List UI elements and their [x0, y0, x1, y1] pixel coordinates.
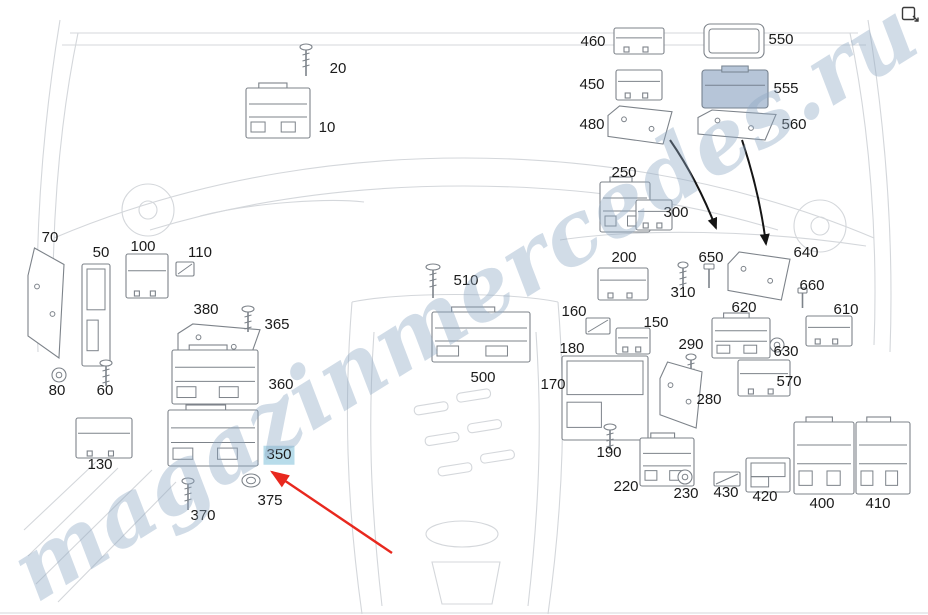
part-icon-370: [181, 477, 195, 510]
part-icon-640: [727, 251, 791, 301]
export-icon-glyph: [901, 6, 919, 22]
part-label-50[interactable]: 50: [92, 243, 110, 261]
part-icon-510: [425, 263, 441, 298]
part-label-370[interactable]: 370: [190, 506, 216, 524]
part-label-290[interactable]: 290: [678, 335, 704, 353]
part-icon-375: [241, 473, 261, 488]
part-icon-620: [711, 312, 771, 359]
part-icon-160: [585, 317, 611, 335]
part-icon-250: [599, 176, 651, 233]
part-label-365[interactable]: 365: [264, 315, 290, 333]
part-label-400[interactable]: 400: [809, 494, 835, 512]
part-label-450[interactable]: 450: [579, 75, 605, 93]
part-label-480[interactable]: 480: [579, 115, 605, 133]
part-icon-50: [81, 263, 111, 367]
part-icon-290: [685, 353, 697, 378]
car-interior-outline: [0, 19, 928, 615]
part-icon-20: [299, 43, 313, 76]
part-label-500[interactable]: 500: [470, 368, 496, 386]
part-label-560[interactable]: 560: [781, 115, 807, 133]
part-icon-80: [51, 367, 67, 383]
part-icon-130: [75, 417, 133, 459]
part-icon-110: [175, 261, 195, 277]
part-label-350[interactable]: 350: [263, 445, 295, 465]
part-icon-480: [607, 105, 673, 145]
part-icon-450: [615, 69, 663, 101]
part-icon-400: [793, 416, 855, 495]
part-label-180[interactable]: 180: [559, 339, 585, 357]
part-label-570[interactable]: 570: [776, 372, 802, 390]
part-icon-360: [171, 344, 259, 405]
part-icon-500: [431, 306, 531, 363]
part-icon-350: [167, 404, 259, 467]
part-label-230[interactable]: 230: [673, 484, 699, 502]
part-icon-650: [703, 263, 715, 288]
flow-arrows: [669, 139, 770, 246]
part-label-420[interactable]: 420: [752, 487, 778, 505]
pointer-arrow: [270, 470, 393, 554]
part-label-360[interactable]: 360: [268, 375, 294, 393]
part-icon-550: [703, 23, 765, 59]
part-icon-610: [805, 315, 853, 347]
export-icon[interactable]: [901, 6, 921, 24]
part-label-650[interactable]: 650: [698, 248, 724, 266]
part-label-70[interactable]: 70: [41, 228, 59, 246]
part-label-10[interactable]: 10: [318, 118, 336, 136]
part-label-220[interactable]: 220: [613, 477, 639, 495]
part-label-375[interactable]: 375: [257, 491, 283, 509]
part-label-430[interactable]: 430: [713, 483, 739, 501]
part-label-100[interactable]: 100: [130, 237, 156, 255]
part-label-410[interactable]: 410: [865, 494, 891, 512]
part-icon-560: [697, 109, 777, 141]
part-label-170[interactable]: 170: [540, 375, 566, 393]
part-label-250[interactable]: 250: [611, 163, 637, 181]
part-label-620[interactable]: 620: [731, 298, 757, 316]
part-icon-100: [125, 253, 169, 299]
part-label-380[interactable]: 380: [193, 300, 219, 318]
part-label-150[interactable]: 150: [643, 313, 669, 331]
part-label-130[interactable]: 130: [87, 455, 113, 473]
part-label-20[interactable]: 20: [329, 59, 347, 77]
part-icon-410: [855, 416, 911, 495]
part-label-510[interactable]: 510: [453, 271, 479, 289]
part-label-610[interactable]: 610: [833, 300, 859, 318]
part-label-190[interactable]: 190: [596, 443, 622, 461]
part-icon-555: [701, 65, 769, 109]
part-label-280[interactable]: 280: [696, 390, 722, 408]
part-icon-220: [639, 432, 695, 487]
part-label-550[interactable]: 550: [768, 30, 794, 48]
part-icon-380: [177, 323, 261, 363]
part-label-555[interactable]: 555: [773, 79, 799, 97]
part-label-160[interactable]: 160: [561, 302, 587, 320]
part-label-640[interactable]: 640: [793, 243, 819, 261]
part-icon-70: [27, 247, 65, 360]
part-icon-460: [613, 27, 665, 55]
part-label-660[interactable]: 660: [799, 276, 825, 294]
part-icon-10: [245, 82, 311, 139]
part-label-60[interactable]: 60: [96, 381, 114, 399]
part-label-200[interactable]: 200: [611, 248, 637, 266]
part-label-310[interactable]: 310: [670, 283, 696, 301]
part-label-300[interactable]: 300: [663, 203, 689, 221]
part-label-460[interactable]: 460: [580, 32, 606, 50]
part-label-80[interactable]: 80: [48, 381, 66, 399]
part-label-630[interactable]: 630: [773, 342, 799, 360]
part-icon-200: [597, 267, 649, 301]
part-icon-230: [677, 469, 693, 485]
part-label-110[interactable]: 110: [188, 243, 212, 261]
part-icon-365: [241, 305, 255, 332]
part-icon-180: [561, 355, 649, 441]
